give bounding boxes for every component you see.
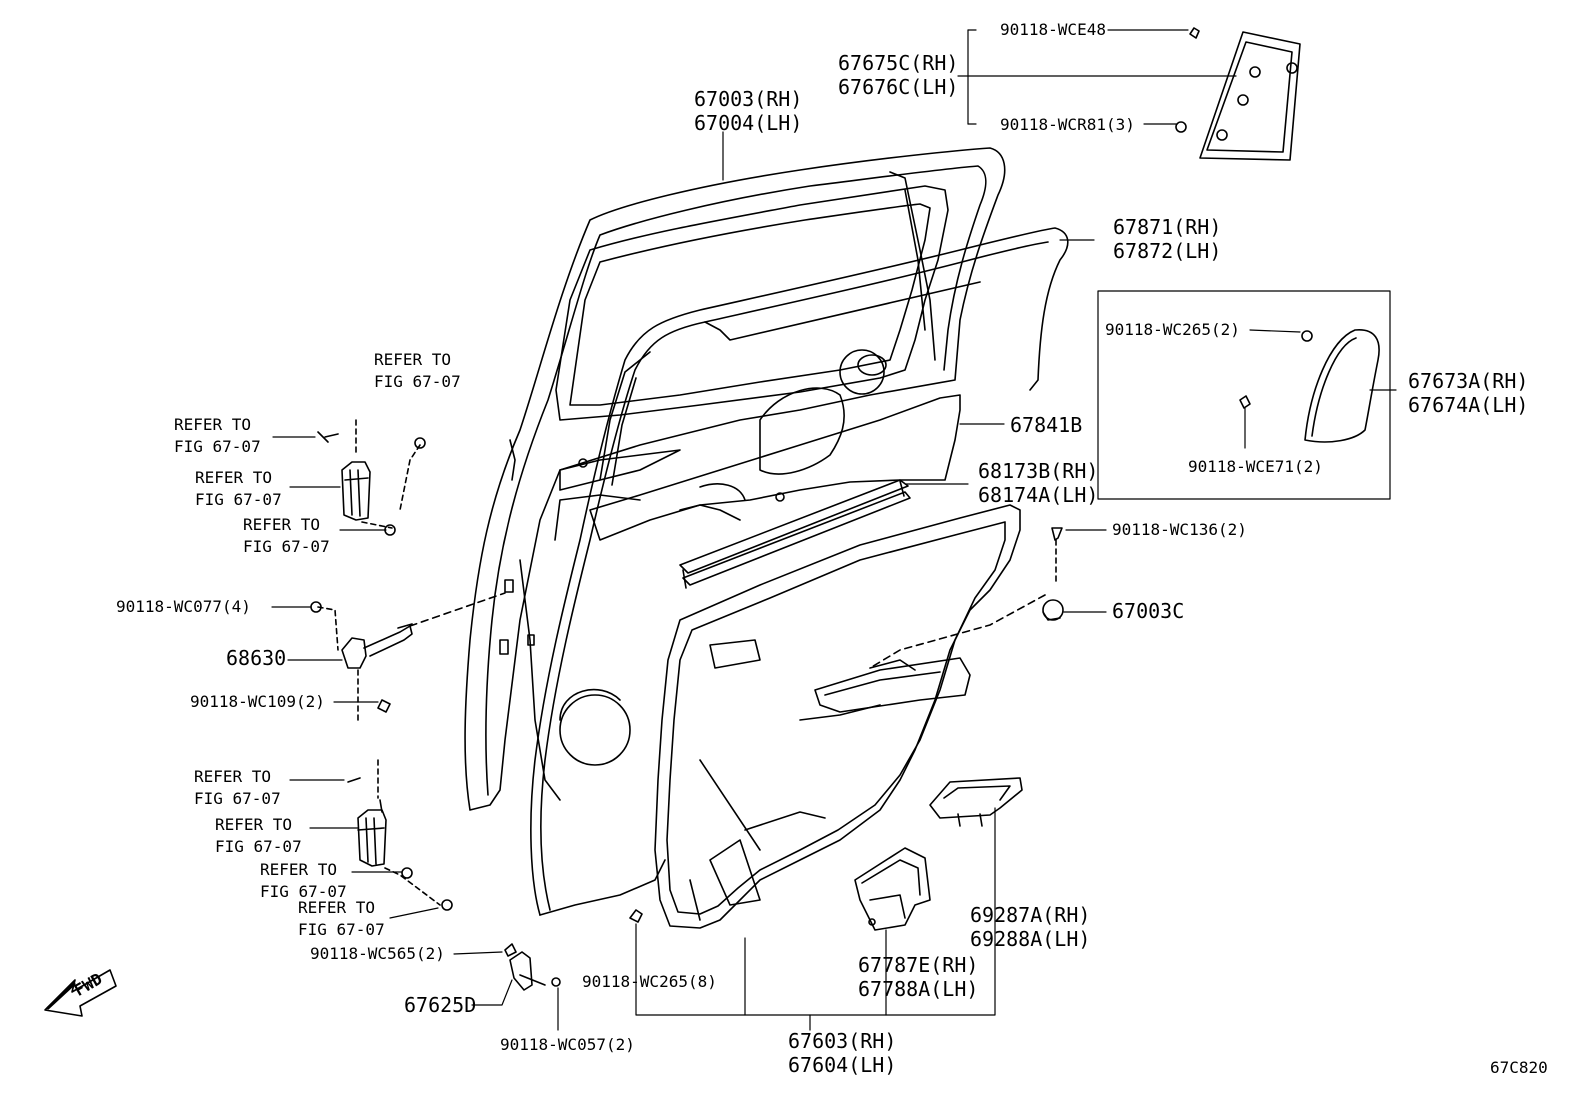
label-fig-67-07-3: FIG 67-07 [195, 490, 282, 509]
label-67004-lh: 67004(LH) [694, 111, 803, 135]
label-refer-to-6: REFER TO [215, 815, 293, 834]
label-90118-wc265-cover: 90118-WC265(2) [1105, 320, 1240, 339]
label-67787e-rh: 67787E(RH) [858, 953, 979, 977]
label-67841b: 67841B [1010, 413, 1083, 437]
label-67674a-lh: 67674A(LH) [1408, 393, 1529, 417]
weatherstrip-67871 [530, 227, 1069, 916]
label-90118-wce48: 90118-WCE48 [1000, 20, 1106, 39]
label-fig-67-07-7: FIG 67-07 [260, 882, 347, 901]
label-refer-to-2: REFER TO [174, 415, 252, 434]
label-fig-67-07-5: FIG 67-07 [194, 789, 281, 808]
label-refer-to-7: REFER TO [260, 860, 338, 879]
label-refer-to-4: REFER TO [243, 515, 321, 534]
label-67872-lh: 67872(LH) [1113, 239, 1222, 263]
label-67604-lh: 67604(LH) [788, 1053, 897, 1077]
label-90118-wc265-trim: 90118-WC265(8) [582, 972, 717, 991]
grille-67787e [854, 847, 931, 931]
door-check-68630 [310, 592, 506, 723]
fwd-arrow-icon [44, 969, 117, 1017]
switch-bezel-69287a [929, 777, 1023, 827]
door-shell-67003 [464, 147, 1006, 811]
window-garnish-67675c [1175, 27, 1301, 161]
label-67871-rh: 67871(RH) [1113, 215, 1222, 239]
label-90118-wcr81: 90118-WCR81(3) [1000, 115, 1135, 134]
label-67603-rh: 67603(RH) [788, 1029, 897, 1053]
bracket-67625d [504, 909, 643, 991]
label-67003c: 67003C [1112, 599, 1185, 623]
label-refer-to-3: REFER TO [195, 468, 273, 487]
label-90118-wc077: 90118-WC077(4) [116, 597, 251, 616]
leader-lines [271, 29, 1397, 1031]
label-69287a-rh: 69287A(RH) [970, 903, 1091, 927]
label-69288a-lh: 69288A(LH) [970, 927, 1091, 951]
label-refer-to-5: REFER TO [194, 767, 272, 786]
label-fig-67-07-8: FIG 67-07 [298, 920, 385, 939]
belt-moulding-68173b [679, 479, 911, 589]
label-refer-to-1: REFER TO [374, 350, 452, 369]
label-90118-wce71: 90118-WCE71(2) [1188, 457, 1323, 476]
label-67788a-lh: 67788A(LH) [858, 977, 979, 1001]
label-68173b-rh: 68173B(RH) [978, 459, 1099, 483]
label-68630: 68630 [226, 646, 287, 670]
door-trim-panel-67603 [654, 504, 1021, 929]
label-fig-67-07-6: FIG 67-07 [215, 837, 302, 856]
label-67003-rh: 67003(RH) [694, 87, 803, 111]
label-67673a-rh: 67673A(RH) [1408, 369, 1529, 393]
label-90118-wc109: 90118-WC109(2) [190, 692, 325, 711]
garnish-67841b [589, 394, 961, 541]
label-fig-67-07-1: FIG 67-07 [374, 372, 461, 391]
diagram-code: 67C820 [1490, 1058, 1548, 1077]
clip-67003c [869, 527, 1064, 669]
label-68174a-lh: 68174A(LH) [978, 483, 1099, 507]
label-fig-67-07-4: FIG 67-07 [243, 537, 330, 556]
label-90118-wc565: 90118-WC565(2) [310, 944, 445, 963]
label-90118-wc136: 90118-WC136(2) [1112, 520, 1247, 539]
label-67675c-rh: 67675C(RH) [838, 51, 959, 75]
label-fig-67-07-2: FIG 67-07 [174, 437, 261, 456]
label-67676c-lh: 67676C(LH) [838, 75, 959, 99]
upper-hinge [317, 419, 426, 536]
label-refer-to-8: REFER TO [298, 898, 376, 917]
pull-handle-cover-67673a [1097, 290, 1391, 500]
label-90118-wc057: 90118-WC057(2) [500, 1035, 635, 1054]
label-67625d: 67625D [404, 993, 477, 1017]
lower-hinge [347, 759, 453, 911]
